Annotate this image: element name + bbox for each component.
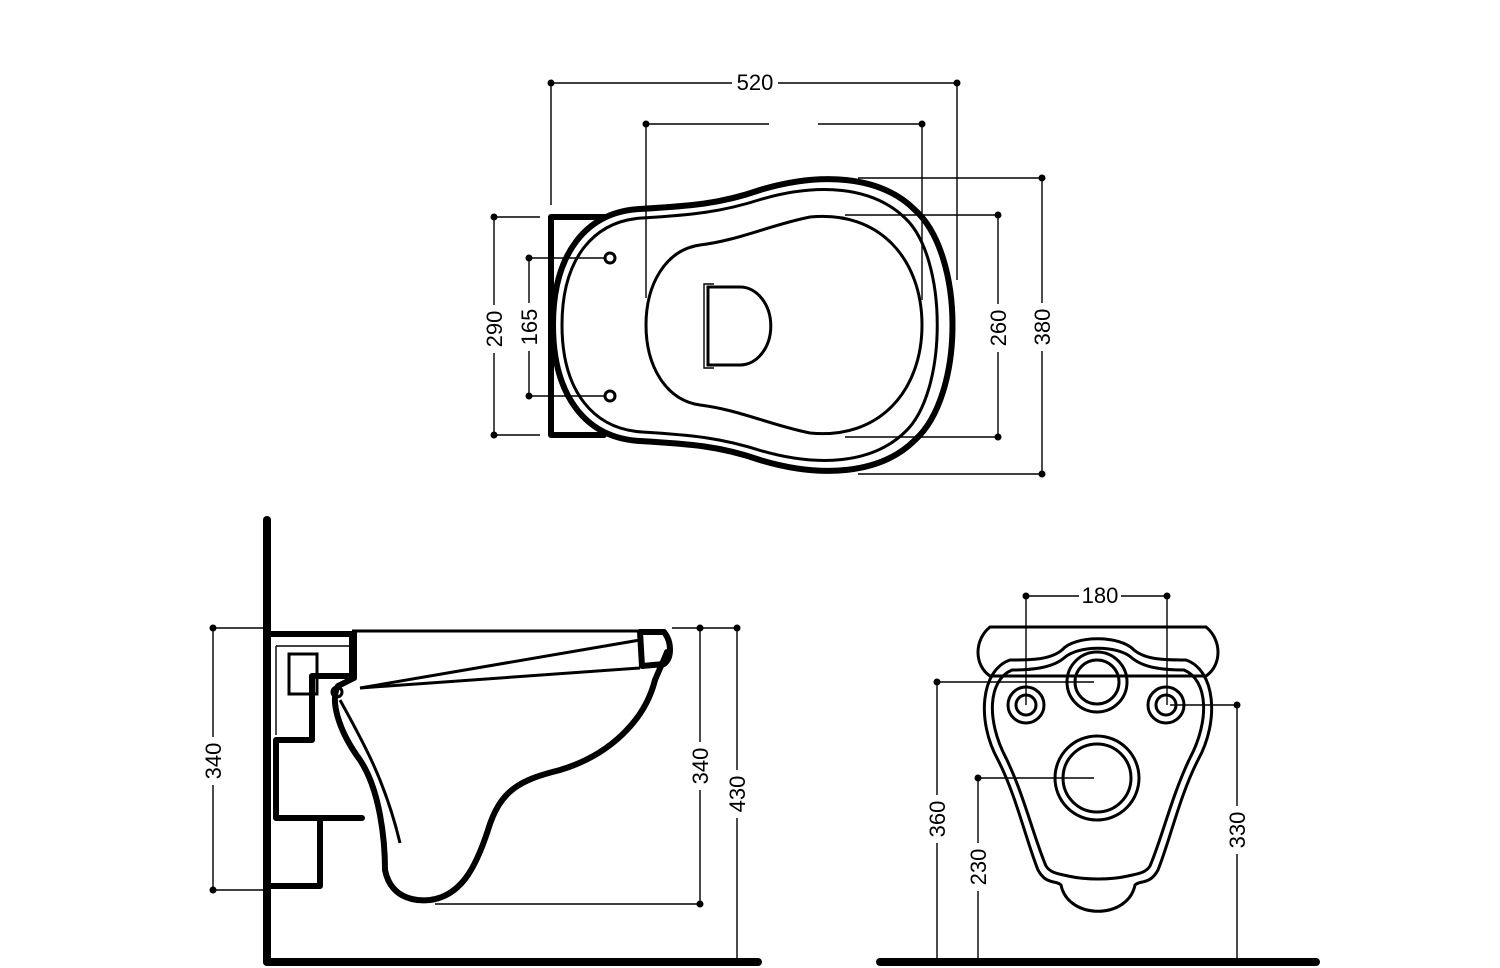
rear-back-plate-outer: [982, 637, 1214, 913]
top-drain-outlet: [706, 285, 773, 367]
rear-back-plate-inner: [990, 646, 1206, 881]
side-bowl-body: [332, 630, 670, 904]
top-wall-bracket: [548, 214, 607, 438]
dim-top-bracket-height: 290: [482, 311, 507, 348]
dim-rear-outlet-height: 230: [966, 849, 991, 886]
top-bowl-opening: [644, 214, 924, 436]
top-outer-rim: [550, 176, 956, 474]
dim-rear-inlet-height: 360: [925, 801, 950, 838]
dim-rear-bolt-height: 330: [1225, 812, 1250, 849]
side-view: 340 340 430: [201, 516, 762, 966]
dim-side-total-height: 430: [725, 776, 750, 813]
dim-rear-bolt-spacing: 180: [1082, 583, 1119, 608]
rear-view: 180 360 230 330: [876, 583, 1320, 966]
top-view: 520 380 260 290: [482, 70, 1055, 478]
top-inner-rim: [560, 188, 939, 462]
dim-top-outer-height: 380: [1030, 309, 1055, 346]
dim-side-right-height: 340: [688, 748, 713, 785]
side-flush-valve: [287, 652, 319, 696]
dim-top-hole-spacing: 165: [517, 309, 542, 346]
dim-top-width: 520: [737, 70, 774, 95]
top-mounting-hole-upper: [603, 251, 617, 265]
rear-top-rim: [976, 625, 1220, 678]
dim-top-bowl-height: 260: [986, 310, 1011, 347]
top-mounting-hole-lower: [603, 389, 617, 403]
dim-side-left-height: 340: [201, 743, 226, 780]
